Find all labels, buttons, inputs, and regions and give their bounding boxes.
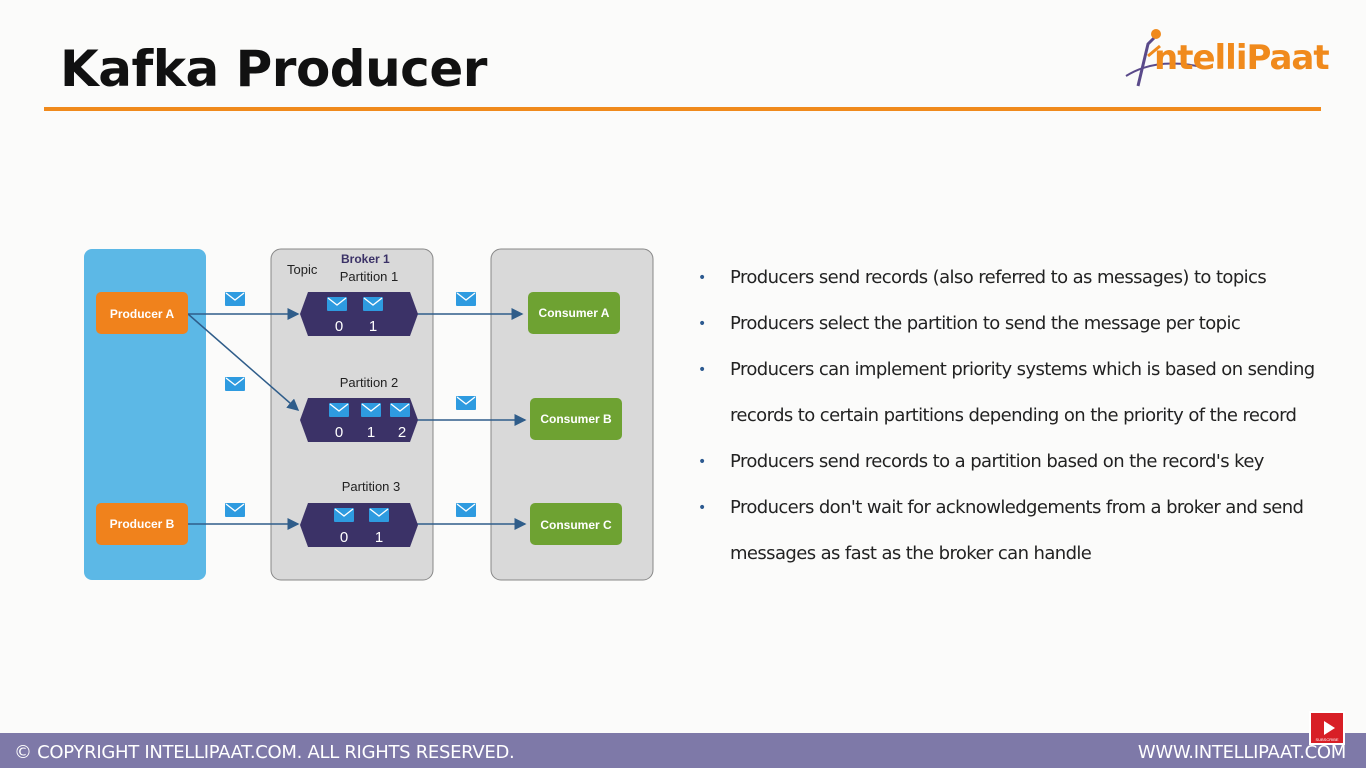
footer-bar: © COPYRIGHT INTELLIPAAT.COM. ALL RIGHTS …	[0, 733, 1366, 768]
title-divider	[44, 107, 1321, 111]
bullet-text: Producers send records (also referred to…	[730, 267, 1267, 288]
consumer-a: Consumer A	[528, 292, 620, 334]
partition-2: 0 1 2	[300, 398, 418, 442]
message-icon	[455, 291, 477, 307]
bullet-item: • Producers select the partition to send …	[696, 301, 1316, 347]
logo-wordmark: ntelliPaat	[1154, 38, 1330, 78]
topic-label: Topic	[287, 262, 318, 277]
partition-3-label: Partition 3	[342, 479, 401, 494]
partition-3-offset: 0	[340, 529, 348, 546]
consumer-c: Consumer C	[530, 503, 622, 545]
bullet-text: Producers can implement priority systems…	[730, 359, 1315, 380]
bullet-text: messages as fast as the broker can handl…	[730, 543, 1092, 564]
bullet-text: Producers send records to a partition ba…	[730, 451, 1264, 472]
youtube-play-icon	[1324, 721, 1335, 735]
bullet-text: Producers don't wait for acknowledgement…	[730, 497, 1304, 518]
bullet-list: • Producers send records (also referred t…	[696, 255, 1316, 577]
consumer-a-label: Consumer A	[539, 306, 610, 320]
copyright-text: © COPYRIGHT INTELLIPAAT.COM. ALL RIGHTS …	[14, 742, 515, 763]
partition-1-label: Partition 1	[340, 269, 399, 284]
partition-2-label: Partition 2	[340, 375, 399, 390]
producer-b: Producer B	[96, 503, 188, 545]
consumer-c-label: Consumer C	[540, 518, 612, 532]
bullet-text: records to certain partitions depending …	[730, 405, 1297, 426]
bullet-marker: •	[698, 270, 706, 286]
message-icon	[455, 502, 477, 518]
website-link[interactable]: WWW.INTELLIPAAT.COM	[1137, 742, 1346, 763]
message-icon	[455, 395, 477, 411]
subscribe-label: SUBSCRIBE	[1315, 737, 1339, 742]
consumer-b-label: Consumer B	[540, 412, 612, 426]
partition-1: 0 1	[300, 292, 418, 336]
bullet-item: messages as fast as the broker can handl…	[696, 531, 1316, 577]
bullet-marker: •	[698, 500, 706, 516]
bullet-item: records to certain partitions depending …	[696, 393, 1316, 439]
message-icon	[224, 291, 246, 307]
partition-3-offset: 1	[375, 529, 383, 546]
broker-label: Broker 1	[341, 252, 390, 266]
partition-2-offset: 1	[367, 424, 375, 441]
consumer-b: Consumer B	[530, 398, 622, 440]
youtube-subscribe-button[interactable]: SUBSCRIBE	[1309, 711, 1345, 745]
bullet-item: • Producers don't wait for acknowledgemen…	[696, 485, 1316, 531]
partition-1-offset: 1	[369, 318, 377, 335]
message-icon	[224, 502, 246, 518]
bullet-marker: •	[698, 316, 706, 332]
producer-a: Producer A	[96, 292, 188, 334]
partition-2-offset: 0	[335, 424, 343, 441]
bullet-marker: •	[698, 454, 706, 470]
bullet-item: • Producers can implement priority system…	[696, 347, 1316, 393]
kafka-producer-diagram: Topic Broker 1 Producer A Producer B Par…	[84, 248, 654, 581]
bullet-marker: •	[698, 362, 706, 378]
intellipaat-logo	[1125, 29, 1207, 87]
bullet-item: • Producers send records to a partition b…	[696, 439, 1316, 485]
partition-3: 0 1	[300, 503, 418, 547]
slide-title: Kafka Producer	[60, 40, 487, 98]
message-icon	[224, 376, 246, 392]
producer-b-label: Producer B	[110, 517, 175, 531]
bullet-item: • Producers send records (also referred t…	[696, 255, 1316, 301]
partition-1-offset: 0	[335, 318, 343, 335]
partition-2-offset: 2	[398, 424, 406, 441]
bullet-text: Producers select the partition to send t…	[730, 313, 1241, 334]
producer-a-label: Producer A	[110, 307, 175, 321]
